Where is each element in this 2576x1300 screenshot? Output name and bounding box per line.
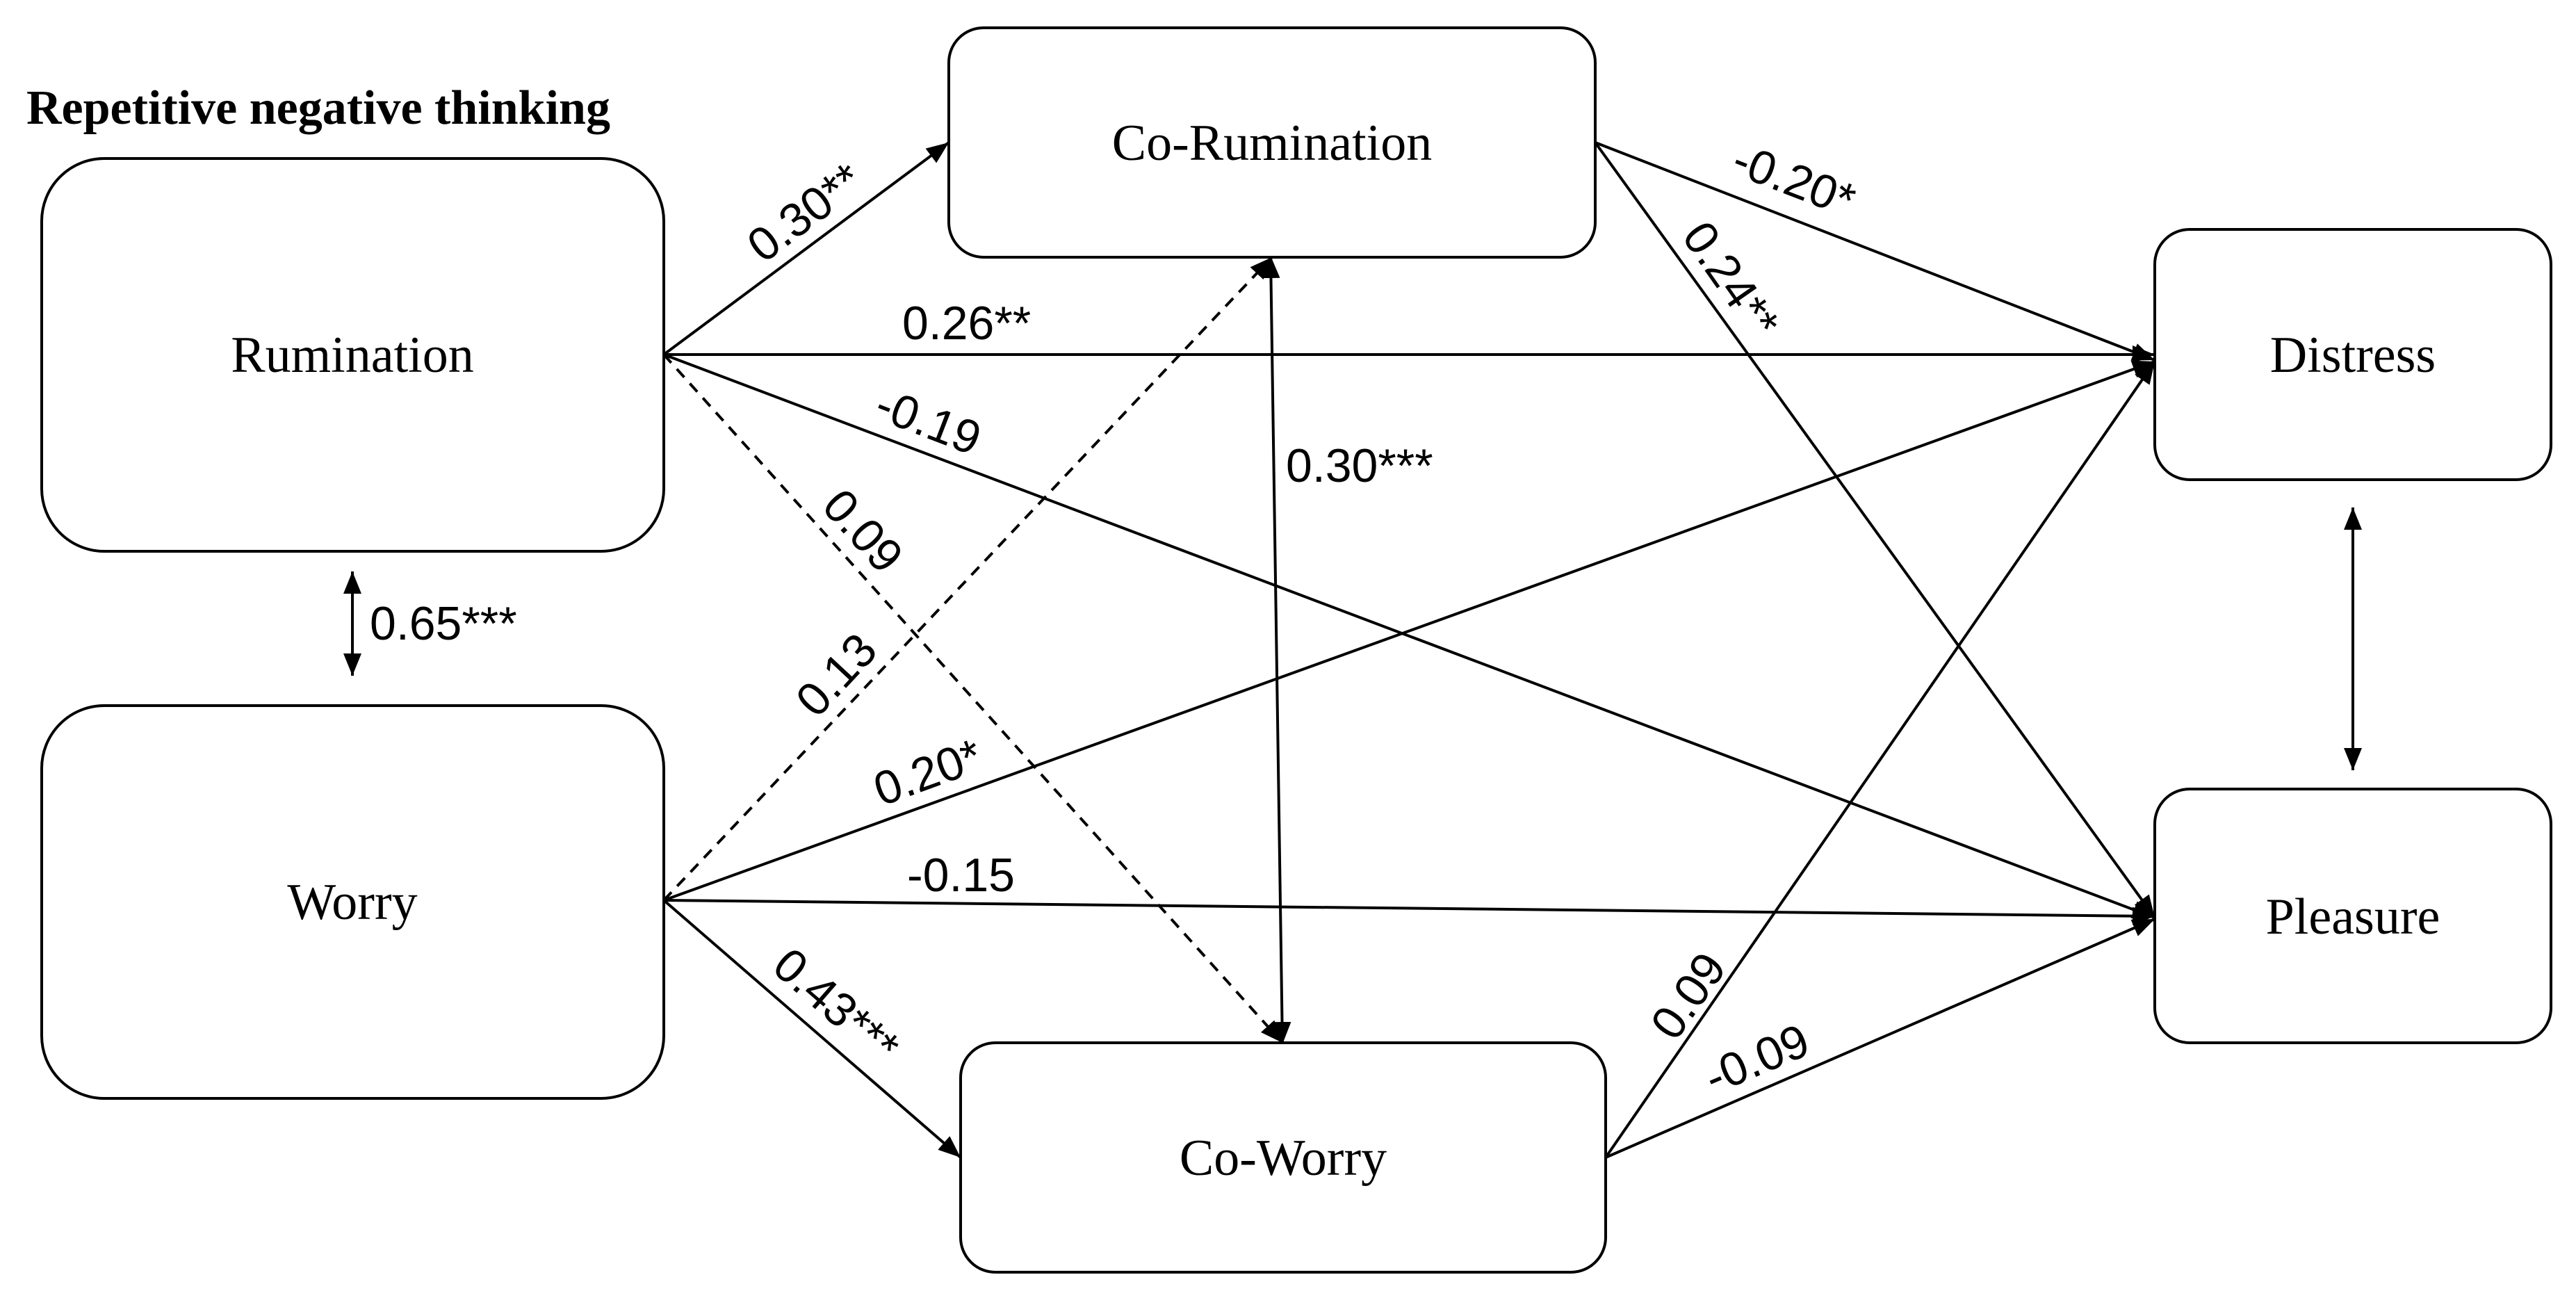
node-label-pleasure: Pleasure [2266, 888, 2440, 945]
node-label-rumination: Rumination [231, 327, 473, 384]
edge-rumination-to-corumination [662, 141, 950, 356]
coef-coworry-distress: 0.09 [1640, 943, 1736, 1049]
coef-worry-distress: 0.20* [867, 729, 988, 816]
coef-rumination-coworry: 0.09 [813, 479, 913, 583]
coef-rumination-distress: 0.26** [902, 297, 1031, 350]
corr-corumination-coworry [1262, 255, 1291, 1045]
path-edges [343, 141, 2362, 1159]
coef-worry-corumination: 0.13 [785, 624, 887, 727]
node-co-worry: Co-Worry [959, 1041, 1607, 1274]
edge-coworry-to-distress [1604, 360, 2156, 1159]
coef-corumination-pleasure: 0.24** [1672, 212, 1790, 348]
edge-rumination-to-pleasure [663, 353, 2155, 919]
edge-worry-to-coworry [662, 899, 962, 1159]
coef-worry-pleasure: -0.15 [907, 849, 1015, 902]
edge-worry-to-pleasure [663, 899, 2155, 925]
edge-worry-to-distress [663, 360, 2155, 902]
diagram-title: Repetitive negative thinking [26, 81, 610, 135]
node-pleasure: Pleasure [2153, 788, 2552, 1044]
edge-corumination-to-distress [1595, 141, 2155, 361]
edge-coworry-to-pleasure [1605, 918, 2155, 1159]
node-co-rumination: Co-Rumination [947, 26, 1597, 259]
node-rumination: Rumination [40, 157, 665, 553]
coef-corumination-coworry-corr: 0.30*** [1286, 439, 1433, 492]
node-label-co-rumination: Co-Rumination [1112, 115, 1432, 172]
node-distress: Distress [2153, 228, 2552, 481]
node-worry: Worry [40, 704, 665, 1100]
coef-rumination-pleasure: -0.19 [869, 377, 988, 465]
coef-rumination-corumination: 0.30** [737, 153, 872, 273]
edge-corumination-to-pleasure [1594, 141, 2156, 919]
node-label-distress: Distress [2270, 327, 2436, 384]
node-label-co-worry: Co-Worry [1180, 1130, 1387, 1187]
edge-rumination-to-coworry [662, 353, 1284, 1044]
coef-rumination-worry-corr: 0.65*** [370, 597, 517, 650]
node-label-worry: Worry [287, 874, 417, 931]
coef-corumination-distress: -0.20* [1726, 133, 1863, 227]
